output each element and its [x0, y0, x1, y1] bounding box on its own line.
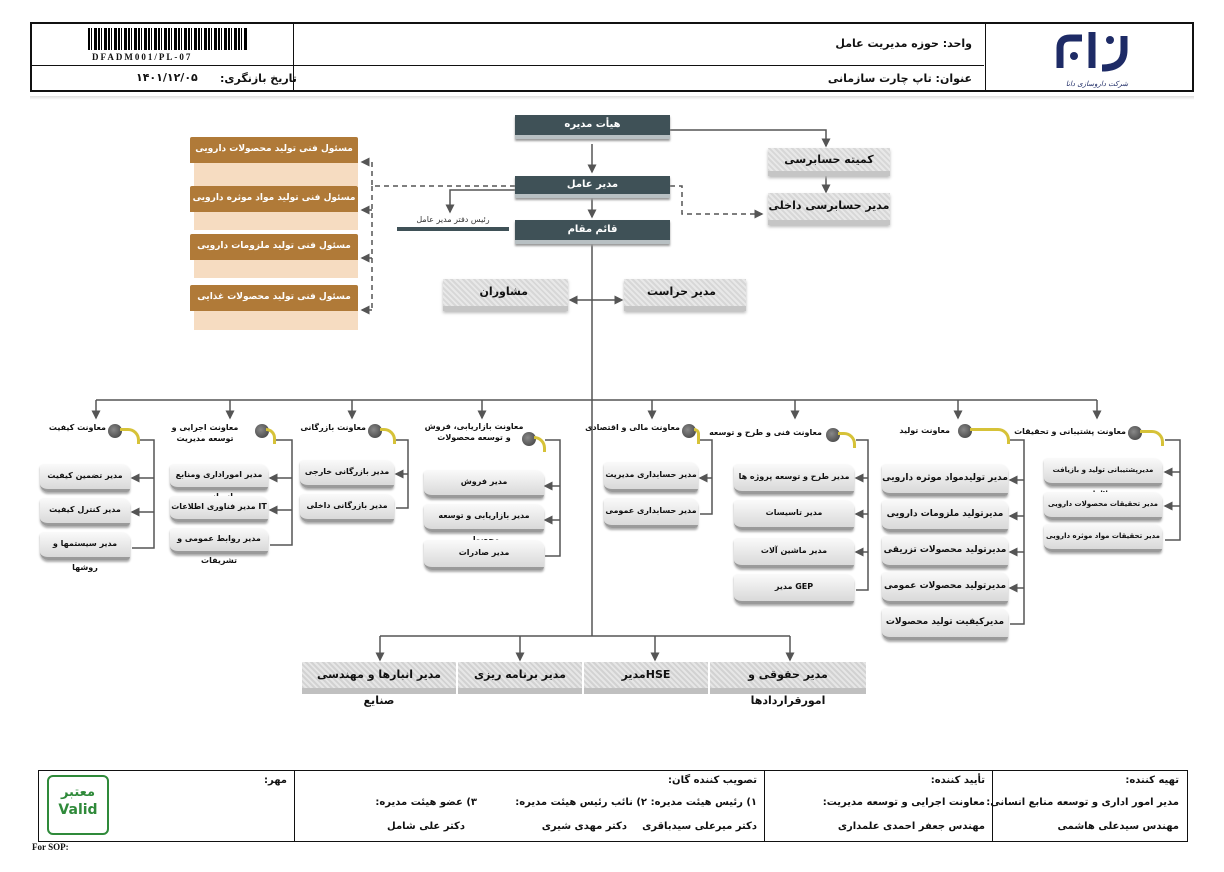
bottom-manager-legal[interactable]: مدیر حقوقی و امورقراردادها — [710, 662, 866, 707]
tech-responsible-1[interactable]: مسئول فنی تولید مواد موثره دارویی — [190, 186, 358, 212]
production-item-1[interactable]: مدیرتولید ملزومات دارویی — [882, 500, 1008, 532]
research-item-2[interactable]: مدیر تحقیقات مواد موثره دارویی — [1044, 524, 1162, 552]
barcode — [88, 28, 248, 50]
title-label: عنوان: تاپ چارت سازمانی — [827, 72, 972, 85]
tech-responsible-2[interactable]: مسئول فنی تولید ملزومات دارویی — [190, 234, 358, 260]
valid-stamp: معتبر Valid — [47, 775, 109, 835]
tech-base-1 — [194, 208, 358, 230]
valid-stamp-en: Valid — [58, 802, 98, 818]
finance-item-1[interactable]: مدیر حسابداری عمومی — [604, 498, 698, 528]
bottom-manager-planning[interactable]: مدیر برنامه ریزی — [458, 662, 582, 694]
techdev-item-2[interactable]: مدیر ماشین آلات — [734, 538, 854, 568]
deputy-production-title: معاونت تولید — [899, 426, 950, 435]
deputy-techdev-knob — [826, 428, 840, 442]
company-logo: شرکت داروسازی دانا — [1052, 28, 1142, 88]
security-node[interactable]: مدیر حراست — [624, 279, 746, 311]
executive-item-2[interactable]: مدیر روابط عمومی و تشریفات — [170, 528, 268, 565]
barcode-text: DFADM001/PL-07 — [92, 52, 193, 62]
deputy-quality-arc — [120, 428, 140, 444]
deputy-marketing-knob — [522, 432, 536, 446]
board-node[interactable]: هیأت مدیره — [515, 115, 670, 139]
prepare-name: مهندس سیدعلی هاشمی — [1057, 821, 1179, 832]
production-item-3[interactable]: مدیرتولید محصولات عمومی — [882, 572, 1008, 604]
office-head-node[interactable]: رئیس دفتر مدیر عامل — [397, 215, 509, 231]
techdev-item-3[interactable]: مدیر GEP — [734, 574, 854, 604]
tech-responsible-0[interactable]: مسئول فنی تولید محصولات دارویی — [190, 137, 358, 163]
bottom-manager-warehouse[interactable]: مدیر انبارها و مهندسی صنایع — [302, 662, 456, 707]
document-header: DFADM001/PL-07 تاریخ بازنگری: ۱۴۰۱/۱۲/۰۵… — [30, 22, 1194, 92]
approver2-role: ۲) نائب رئیس هیئت مدیره: — [515, 797, 647, 808]
bottom-manager-hse[interactable]: مدیرHSE — [584, 662, 708, 694]
logo-caption: شرکت داروسازی دانا — [1065, 80, 1129, 88]
commerce-item-0[interactable]: مدیر بازرگانی خارجی — [300, 460, 394, 488]
approvers-label: تصویب کننده گان: — [668, 775, 757, 786]
audit-committee-node[interactable]: کمیته حسابرسی — [768, 148, 890, 176]
deputy-ceo-node[interactable]: قائم مقام — [515, 220, 670, 244]
prepare-role: مدیر امور اداری و توسعه منابع انسانی: — [986, 797, 1179, 808]
confirm-label: تأیید کننده: — [930, 775, 985, 786]
quality-item-0[interactable]: مدیر تضمین کیفیت — [40, 464, 130, 492]
deputy-marketing-title: معاونت بازاریابی، فروش و توسعه محصولات — [424, 422, 524, 442]
deputy-finance-title: معاونت مالی و اقتصادی — [585, 423, 680, 432]
approver1-role: ۱) رئیس هیئت مدیره: — [650, 797, 757, 808]
valid-stamp-fa: معتبر — [60, 785, 96, 800]
deputy-production-knob — [958, 424, 972, 438]
techdev-item-1[interactable]: مدیر تاسیسات — [734, 500, 854, 530]
deputy-commerce-knob — [368, 424, 382, 438]
production-item-4[interactable]: مدیرکیفیت تولید محصولات — [882, 608, 1008, 640]
unit-label: واحد: حوزه مدیریت عامل — [835, 37, 972, 50]
deputy-research-arc — [1140, 430, 1164, 446]
revision-date: ۱۴۰۱/۱۲/۰۵ — [136, 71, 198, 84]
deputy-research-knob — [1128, 426, 1142, 440]
deputy-techdev-arc — [838, 432, 856, 448]
marketing-item-2[interactable]: مدیر صادرات — [424, 540, 544, 570]
deputy-production-arc — [970, 428, 1010, 444]
marketing-item-0[interactable]: مدیر فروش — [424, 470, 544, 498]
deputy-marketing-arc — [534, 436, 546, 452]
deputy-techdev-title: معاونت فنی و طرح و توسعه — [709, 428, 822, 437]
prepare-label: تهیه کننده: — [1125, 775, 1179, 786]
internal-audit-node[interactable]: مدیر حسابرسی داخلی — [768, 193, 890, 225]
deputy-finance-arc — [694, 428, 700, 444]
techdev-item-0[interactable]: مدیر طرح و توسعه پروژه ها — [734, 464, 854, 494]
deputy-executive-arc — [266, 428, 276, 444]
production-item-0[interactable]: مدیر تولیدمواد موثره دارویی — [882, 464, 1008, 496]
deputy-commerce-arc — [380, 428, 396, 444]
deputy-executive-title: معاونت اجرایی و توسعه مدیریت — [171, 423, 239, 443]
production-item-2[interactable]: مدیرتولید محصولات تزریقی — [882, 536, 1008, 568]
research-item-0[interactable]: مدیرپشتیبانی تولید و بازیافت حلالها — [1044, 458, 1162, 498]
tech-base-2 — [194, 256, 358, 278]
deputy-quality-title: معاونت کیفیت — [48, 423, 106, 432]
confirm-name: مهندس جعفر احمدی علمداری — [837, 821, 985, 832]
deputy-quality-knob — [108, 424, 122, 438]
header-shadow — [30, 96, 1194, 100]
ceo-node[interactable]: مدیر عامل — [515, 176, 670, 198]
executive-item-1[interactable]: مدیر فناوری اطلاعات IT — [170, 496, 268, 522]
commerce-item-1[interactable]: مدیر بازرگانی داخلی — [300, 494, 394, 522]
approval-footer: معتبر Valid مهر: تصویب کننده گان: ۱) رئی… — [38, 770, 1188, 842]
finance-item-0[interactable]: مدیر حسابداری مدیریت — [604, 462, 698, 492]
seal-label: مهر: — [263, 775, 287, 786]
marketing-item-1[interactable]: مدیر بازاریابی و توسعه محصول — [424, 504, 544, 544]
deputy-commerce-title: معاونت بازرگانی — [300, 423, 366, 432]
approver2-name: دکتر مهدی شیری — [541, 821, 627, 832]
approver3-name: دکتر علی شامل — [387, 821, 465, 832]
sop-label: For SOP: — [32, 842, 69, 852]
confirm-role: معاونت اجرایی و توسعه مدیریت: — [822, 797, 985, 808]
approver1-name: دکتر میرعلی سیدباقری — [642, 821, 757, 832]
executive-item-0[interactable]: مدیر اموراداری ومنابع انسانی — [170, 464, 268, 501]
deputy-finance-knob — [682, 424, 696, 438]
advisors-node[interactable]: مشاوران — [443, 279, 568, 311]
revision-label: تاریخ بازنگری: — [220, 72, 297, 85]
research-item-1[interactable]: مدیر تحقیقات محصولات دارویی — [1044, 492, 1162, 520]
approver3-role: ۳) عضو هیئت مدیره: — [375, 797, 477, 808]
tech-responsible-3[interactable]: مسئول فنی تولید محصولات غذایی — [190, 285, 358, 311]
deputy-research-title: معاونت پشتیبانی و تحقیقات — [1014, 427, 1126, 436]
quality-item-2[interactable]: مدیر سیستمها و روشها — [40, 532, 130, 572]
quality-item-1[interactable]: مدیر کنترل کیفیت — [40, 498, 130, 526]
